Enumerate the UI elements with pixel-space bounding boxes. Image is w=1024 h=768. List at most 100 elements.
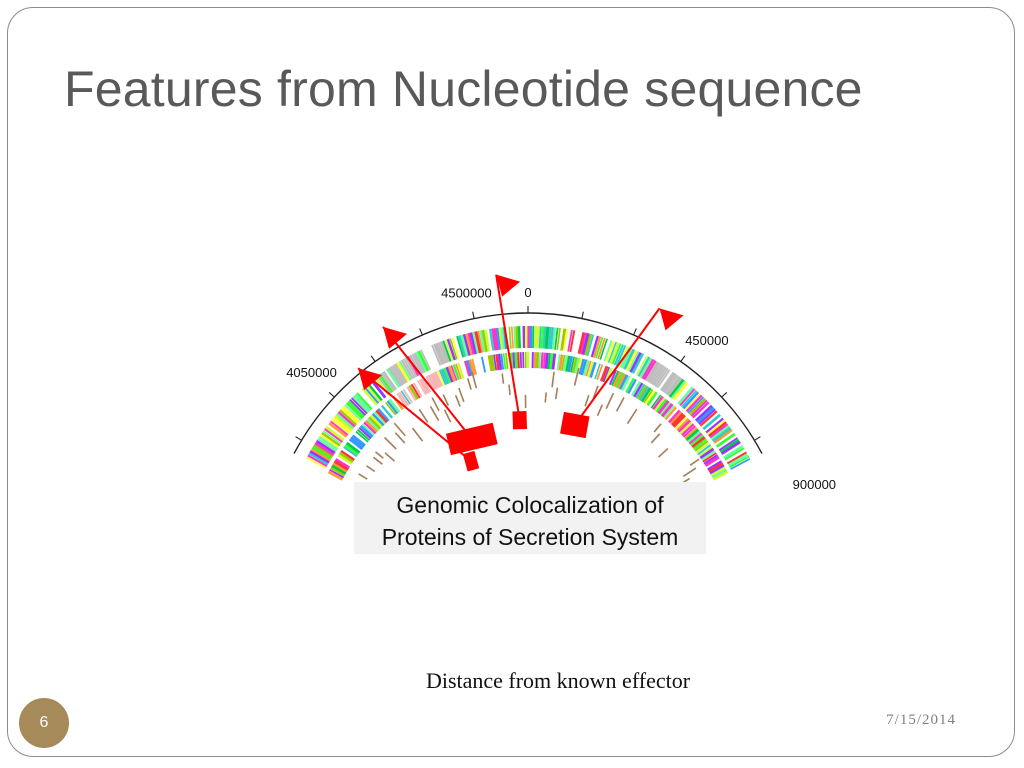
gene-segment <box>356 392 373 410</box>
flag-pennant <box>383 326 407 349</box>
gene-segment <box>345 441 361 454</box>
gene-segment <box>704 455 720 467</box>
gene-segment <box>451 337 460 359</box>
axis-tick <box>370 355 376 362</box>
gene-segment <box>359 425 374 438</box>
gene-segment <box>411 353 424 375</box>
gene-rings <box>306 325 751 493</box>
gene-segment <box>368 416 382 430</box>
scale-label-450000: 450000 <box>685 333 728 348</box>
gene-segment <box>462 333 471 356</box>
gene-segment <box>698 446 713 458</box>
gene-segment <box>420 349 432 371</box>
slide-date: 7/15/2014 <box>886 712 956 728</box>
gene-segment <box>443 367 452 384</box>
gene-segment <box>578 358 585 375</box>
gene-segment <box>652 395 664 411</box>
label-box-line-1: Genomic Colocalization of <box>396 492 664 518</box>
gene-segment <box>711 468 727 479</box>
gene-segment <box>705 417 724 434</box>
gene-segment <box>481 329 489 352</box>
axis-arc <box>293 312 763 454</box>
gene-segment <box>660 371 675 392</box>
gene-segment <box>694 440 709 452</box>
gene-segment <box>707 460 723 471</box>
gene-segment <box>378 373 394 394</box>
gene-segment <box>384 402 397 416</box>
gene-segment <box>655 398 668 413</box>
gene-segment <box>313 443 334 458</box>
gene-segment <box>446 338 456 361</box>
axis-tick <box>472 311 475 319</box>
gene-segment <box>366 418 380 431</box>
inner-feature-tick <box>365 465 376 473</box>
gene-segment <box>580 359 588 376</box>
gene-segment <box>547 326 552 350</box>
gene-segment <box>656 369 671 389</box>
gene-segment <box>376 375 392 395</box>
flag-stem <box>382 326 473 440</box>
gene-segment <box>554 327 559 350</box>
gene-segment <box>456 335 465 358</box>
gene-segment <box>352 434 366 447</box>
genome-map-diagram: Genomic Colocalization of Proteins of Se… <box>286 274 836 554</box>
scale-label-900000: 900000 <box>793 477 836 492</box>
gene-segment <box>398 360 412 381</box>
gene-segment <box>412 382 423 398</box>
gene-segment <box>436 370 445 386</box>
gene-segment <box>386 400 399 415</box>
gene-segment <box>592 336 602 358</box>
gene-segment <box>723 445 744 459</box>
inner-feature-tick <box>418 408 429 423</box>
gene-segment <box>631 381 642 397</box>
gene-segment <box>627 378 637 395</box>
gene-segment <box>621 347 634 370</box>
gene-segment <box>400 359 414 380</box>
gene-segment <box>517 326 522 349</box>
flag-pennant <box>358 368 383 391</box>
gene-segment <box>500 327 506 350</box>
gene-segment <box>647 362 661 383</box>
gene-segment <box>661 373 677 393</box>
gene-segment <box>410 383 421 399</box>
gene-segment <box>418 378 429 395</box>
gene-segment <box>645 361 659 382</box>
gene-segment <box>321 431 341 447</box>
gene-segment <box>685 428 700 442</box>
gene-segment <box>542 352 547 369</box>
gene-segment <box>363 421 377 435</box>
inner-feature-tick <box>596 404 604 417</box>
gene-segment <box>392 364 407 385</box>
gene-segment <box>577 331 586 355</box>
gene-segment <box>380 404 394 419</box>
gene-segment <box>581 333 590 356</box>
axis-tick <box>581 311 584 319</box>
gene-segment <box>317 438 337 452</box>
gene-segment <box>628 351 640 372</box>
inner-feature-tick <box>689 458 700 466</box>
gene-segment <box>358 427 372 440</box>
gene-segment <box>713 429 733 444</box>
gene-segment <box>330 466 346 477</box>
gene-segment <box>561 354 566 371</box>
gene-segment <box>334 414 353 431</box>
gene-segment <box>650 365 665 385</box>
gene-segment <box>369 414 384 429</box>
gene-segment <box>487 355 494 372</box>
gene-segment <box>445 366 454 383</box>
gene-segment <box>665 376 681 396</box>
gene-segment <box>363 385 380 404</box>
gene-segment <box>702 413 721 431</box>
gene-segment <box>663 374 679 394</box>
gene-segment <box>594 363 601 380</box>
effector-marker <box>462 450 480 472</box>
inner-feature-tick <box>383 436 397 450</box>
gene-segment <box>497 353 503 370</box>
gene-segment <box>692 401 710 419</box>
inner-feature-tick <box>584 394 590 407</box>
gene-segment <box>565 355 571 372</box>
gene-segment <box>603 340 613 362</box>
gene-segment <box>677 419 692 433</box>
gene-segment <box>440 368 450 385</box>
gene-segment <box>608 369 618 385</box>
